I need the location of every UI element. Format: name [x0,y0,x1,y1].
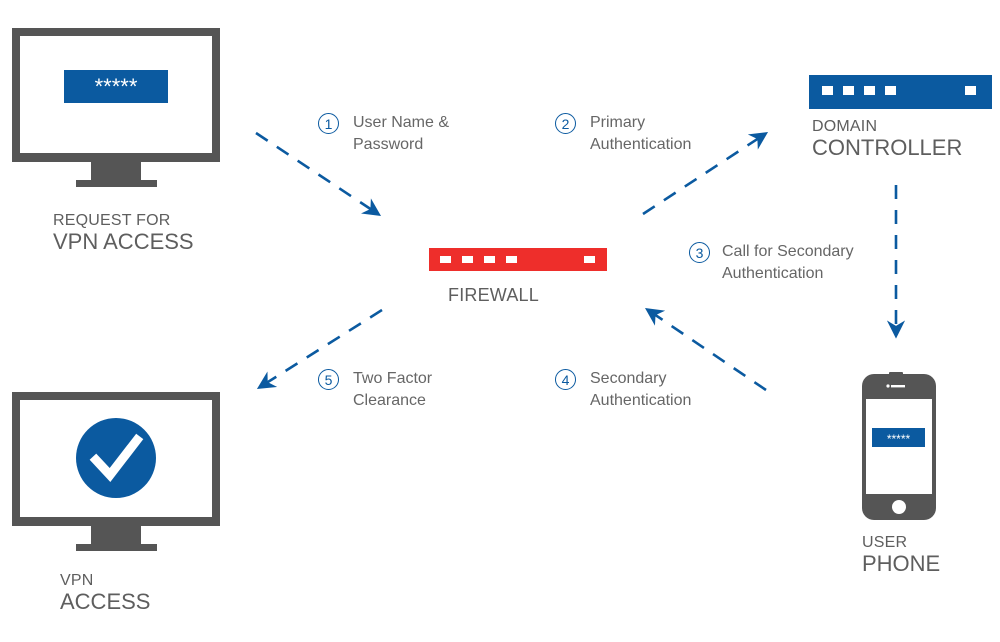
domain-controller-label: DOMAIN CONTROLLER [812,118,962,160]
phone-label-line2: PHONE [862,551,941,576]
step-1-label: 1 User Name & Password [318,112,449,156]
phone-label-line1: USER [862,534,908,551]
step-1-line2: Password [353,136,424,153]
step-1-number-badge: 1 [318,113,339,134]
access-pc-label: VPN ACCESS [60,572,150,614]
access-monitor-icon [12,392,220,551]
step-3-line1: Call for Secondary [722,243,854,260]
password-mask: ***** [95,74,138,99]
phone-code-mask: ***** [887,432,911,446]
phone-label: USER PHONE [862,534,940,576]
step-1-line1: User Name & [353,114,450,131]
domain-controller-label-line1: DOMAIN [812,118,878,135]
step-5-line2: Clearance [353,392,426,409]
smartphone-icon: ***** [862,372,936,520]
access-pc-label-line1: VPN [60,572,94,589]
step-5-line1: Two Factor [353,370,433,387]
firewall-label-line1: FIREWALL [448,285,539,305]
step-4-line2: Authentication [590,392,692,409]
request-pc-label-line2: VPN ACCESS [53,229,194,254]
checkmark-icon [89,433,144,482]
request-pc-label: REQUEST FOR VPN ACCESS [53,212,194,254]
step-4-number-badge: 4 [555,369,576,390]
step-3-line2: Authentication [722,265,824,282]
step-2-line1: Primary [590,114,646,131]
request-pc-label-line1: REQUEST FOR [53,212,171,229]
step-2-line2: Authentication [590,136,692,153]
request-monitor-icon: ***** [12,28,220,187]
checkmark-circle-icon [76,418,156,498]
step-5-number-badge: 5 [318,369,339,390]
password-field-icon [64,70,168,103]
domain-controller-label-line2: CONTROLLER [812,135,963,160]
domain-controller-icon [809,75,992,109]
access-pc-label-line2: ACCESS [60,589,151,614]
firewall-label: FIREWALL [448,286,539,304]
firewall-icon [429,248,607,271]
step-2-number-badge: 2 [555,113,576,134]
step-3-number-badge: 3 [689,242,710,263]
step-4-line1: Secondary [590,370,667,387]
